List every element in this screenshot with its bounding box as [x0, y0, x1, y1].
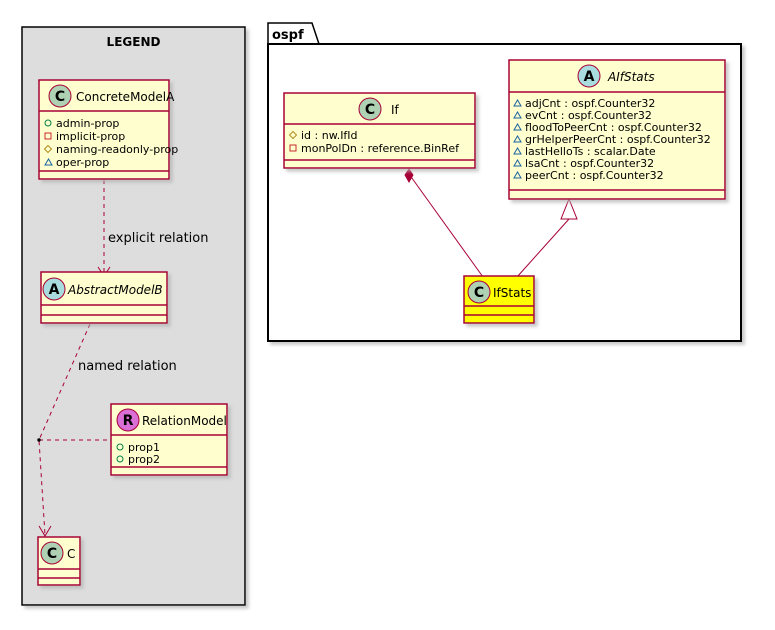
visibility-icon: [513, 111, 522, 119]
generalization-line: [516, 218, 570, 278]
package-edges: [408, 173, 570, 278]
ifstats-class[interactable]: C IfStats: [463, 275, 535, 324]
svg-text:A: A: [49, 282, 60, 298]
class-name: AbstractModelB: [67, 283, 163, 297]
attribute-text: id : nw.IfId: [301, 129, 358, 142]
attribute-list: admin-propimplicit-propnaming-readonly-p…: [43, 117, 178, 169]
attribute-text: prop2: [128, 453, 160, 466]
generalization-arrowhead: [560, 197, 578, 220]
svg-text:C: C: [365, 102, 375, 118]
relation-junction-dot: [37, 438, 41, 442]
visibility-icon: [513, 147, 522, 155]
visibility-icon: [43, 144, 53, 154]
attribute-text: monPolDn : reference.BinRef: [301, 142, 460, 155]
svg-text:A: A: [584, 69, 595, 85]
attribute-text: adjCnt : ospf.Counter32: [525, 97, 655, 110]
attribute-text: peerCnt : ospf.Counter32: [525, 169, 664, 182]
visibility-icon: [513, 135, 522, 143]
package-name: ospf: [272, 28, 304, 43]
visibility-icon: [513, 123, 522, 131]
concrete-model-a-class[interactable]: C ConcreteModelA admin-propimplicit-prop…: [38, 79, 178, 180]
aifstats-class[interactable]: A AIfStats adjCnt : ospf.Counter32evCnt …: [508, 59, 726, 200]
visibility-icon: [44, 119, 52, 127]
named-relation-line: [38, 323, 91, 536]
class-badge-icon: C: [358, 97, 382, 121]
svg-text:C: C: [474, 285, 484, 301]
svg-text:R: R: [123, 413, 134, 429]
attribute-text: oper-prop: [56, 156, 109, 169]
class-name: IfStats: [493, 286, 531, 300]
attribute-text: admin-prop: [56, 117, 119, 130]
visibility-icon: [44, 158, 53, 166]
attribute-text: lastHelloTs : scalar.Date: [525, 145, 656, 158]
visibility-icon: [44, 132, 52, 140]
legend-title: LEGEND: [107, 35, 161, 49]
attribute-text: evCnt : ospf.Counter32: [525, 109, 652, 122]
attribute-text: grHelperPeerCnt : ospf.Counter32: [525, 133, 711, 146]
visibility-icon: [288, 130, 298, 140]
composition-line: [408, 173, 484, 278]
composition-diamond: [404, 168, 414, 184]
named-relation-arrowhead: [38, 525, 52, 537]
svg-text:C: C: [55, 89, 65, 105]
class-badge-icon: C: [40, 541, 64, 565]
attribute-text: implicit-prop: [56, 130, 125, 143]
abstract-model-b-class[interactable]: A AbstractModelB: [40, 271, 168, 324]
visibility-icon: [513, 171, 522, 179]
visibility-icon: [289, 144, 297, 152]
visibility-icon: [116, 443, 124, 451]
abstract-badge-icon: A: [42, 277, 66, 301]
visibility-icon: [116, 455, 124, 463]
c-class[interactable]: C C: [37, 536, 81, 586]
class-name: AIfStats: [607, 70, 655, 84]
attribute-text: lsaCnt : ospf.Counter32: [525, 157, 654, 170]
class-badge-icon: C: [48, 84, 72, 108]
class-badge-icon: C: [467, 280, 491, 304]
attribute-text: naming-readonly-prop: [56, 143, 178, 156]
class-name: If: [391, 103, 400, 117]
visibility-icon: [513, 159, 522, 167]
attribute-text: prop1: [128, 441, 160, 454]
visibility-icon: [513, 99, 522, 107]
class-name: RelationModel: [142, 414, 227, 428]
abstract-badge-icon: A: [577, 64, 601, 88]
attribute-text: floodToPeerCnt : ospf.Counter32: [525, 121, 702, 134]
class-name: ConcreteModelA: [76, 90, 175, 104]
explicit-relation-label: explicit relation: [108, 231, 208, 246]
named-relation-label: named relation: [78, 359, 177, 374]
relation-badge-icon: R: [116, 408, 140, 432]
svg-text:C: C: [47, 546, 57, 562]
class-name: C: [67, 547, 75, 561]
